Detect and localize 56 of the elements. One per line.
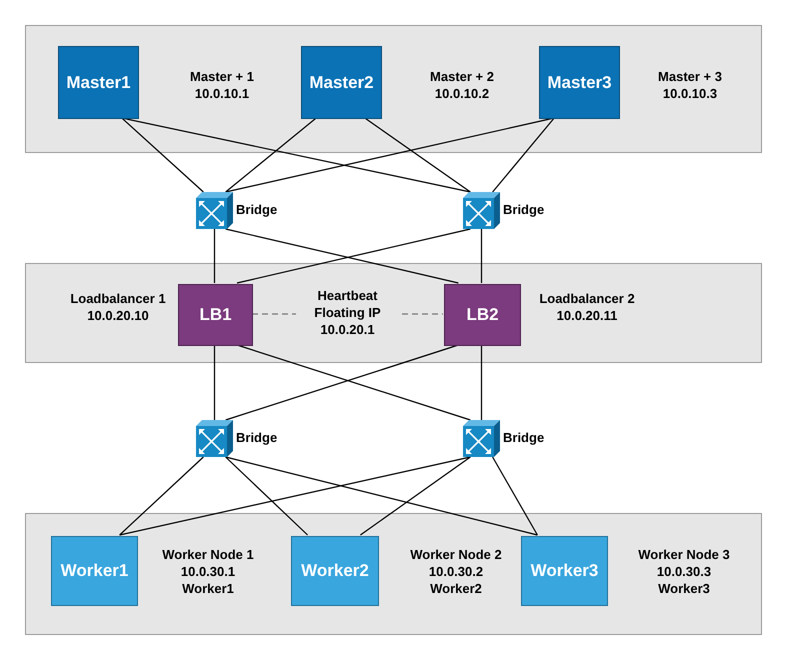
connector-line xyxy=(214,229,216,283)
node-label: LB1 xyxy=(199,305,232,325)
node-caption: Worker Node 1 xyxy=(162,546,254,563)
node-label: Master2 xyxy=(309,72,374,92)
node-caption: Master + 1 xyxy=(190,68,254,85)
node-caption: Bridge xyxy=(503,201,544,218)
node-box xyxy=(178,284,253,346)
connector-line xyxy=(121,118,204,192)
node-caption: 10.0.10.3 xyxy=(662,85,718,102)
node-caption: Worker1 xyxy=(181,580,235,597)
connector-line xyxy=(214,345,216,420)
connector-line xyxy=(360,456,471,536)
connector-line xyxy=(119,456,471,536)
connector-line xyxy=(480,229,482,283)
connector-line xyxy=(492,456,538,536)
node-caption: Worker3 xyxy=(657,580,711,597)
node-caption: Bridge xyxy=(503,429,544,446)
node-label: LB2 xyxy=(466,305,499,325)
node-label: Worker3 xyxy=(530,561,598,581)
node-caption: Loadbalancer 1 xyxy=(70,290,166,307)
node-caption: 10.0.20.10 xyxy=(86,307,150,324)
node-box xyxy=(444,284,521,346)
node-label: Master3 xyxy=(547,72,612,92)
node-box xyxy=(539,46,620,119)
connector-line xyxy=(364,118,471,192)
node-label: Worker1 xyxy=(60,561,128,581)
node-box xyxy=(291,536,379,606)
node-caption: 10.0.10.2 xyxy=(434,85,490,102)
node-caption: Worker Node 2 xyxy=(410,546,502,563)
connector-line xyxy=(119,456,204,536)
node-caption: Master + 2 xyxy=(430,68,494,85)
node-box xyxy=(301,46,382,119)
node-caption: 10.0.10.1 xyxy=(194,85,250,102)
node-box xyxy=(521,536,608,606)
zone-panel xyxy=(25,25,762,153)
node-caption: Worker2 xyxy=(429,580,483,597)
connector-line xyxy=(480,345,482,420)
node-caption: 10.0.30.1 xyxy=(180,563,236,580)
node-caption: Worker Node 3 xyxy=(638,546,730,563)
node-caption: 10.0.30.2 xyxy=(428,563,484,580)
connector-line xyxy=(225,456,538,536)
connector-line xyxy=(225,118,317,192)
zone-panel xyxy=(25,513,762,635)
node-label: Master1 xyxy=(66,72,131,92)
node-caption: Loadbalancer 2 xyxy=(539,290,635,307)
connector-line xyxy=(225,456,308,536)
connector-line xyxy=(492,118,555,192)
node-caption: Master + 3 xyxy=(658,68,722,85)
zone-panel xyxy=(25,263,762,363)
node-label: Worker2 xyxy=(301,561,369,581)
node-caption: Bridge xyxy=(236,201,278,218)
node-caption: 10.0.20.11 xyxy=(556,307,618,324)
node-box xyxy=(58,46,139,119)
node-caption: 10.0.30.3 xyxy=(656,563,712,580)
node-caption: Bridge xyxy=(236,429,278,446)
node-box xyxy=(51,536,138,606)
